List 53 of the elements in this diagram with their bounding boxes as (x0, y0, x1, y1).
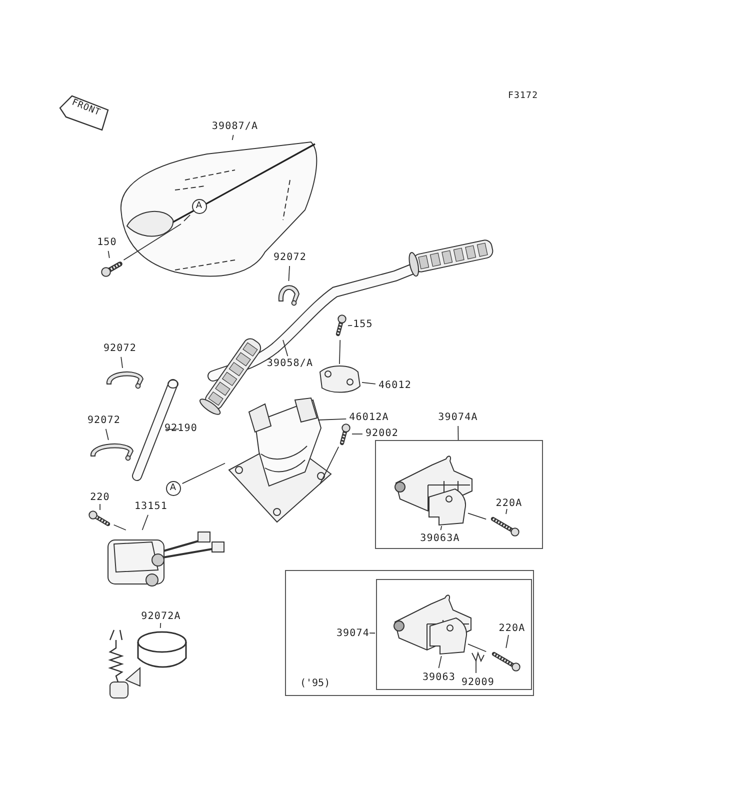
part-number: 150 (96, 237, 118, 249)
leader-line (288, 266, 290, 282)
part-number: 39058/A (266, 358, 314, 370)
part-number: 39074A (437, 412, 479, 424)
part-number: 92072 (86, 415, 122, 427)
group-frame (285, 570, 534, 696)
group-frame (375, 440, 543, 549)
leader-line (105, 428, 109, 440)
leader-line (320, 446, 340, 484)
leader-line (120, 356, 123, 368)
leader-line (506, 508, 508, 514)
leader-line (362, 382, 376, 384)
part-number: 92190 (163, 423, 199, 435)
leader-line (348, 325, 353, 326)
leader-line (339, 340, 341, 364)
part-number: 92002 (364, 428, 400, 440)
leader-line (232, 134, 234, 140)
leader-line (438, 656, 442, 668)
part-number: 92072 (272, 252, 308, 264)
part-number: 220A (494, 498, 524, 510)
leader-line (184, 214, 191, 222)
note: ('95) (300, 678, 330, 689)
leader-line (440, 526, 442, 530)
part-number: 46012 (377, 380, 413, 392)
leader-line (182, 462, 226, 484)
part-number: 46012A (348, 412, 390, 424)
drawing-number: F3172 (507, 90, 540, 102)
leader-line (506, 634, 509, 648)
leader-line (113, 524, 126, 530)
part-number: 92072 (102, 343, 138, 355)
part-number: 39087/A (210, 121, 260, 133)
leader-line (142, 514, 148, 530)
reference-letter: A (166, 480, 180, 496)
part-number: 39063A (419, 533, 461, 545)
leader-line (369, 632, 376, 634)
part-number: 39074 (335, 628, 371, 640)
leader-line (123, 224, 182, 260)
part-number: 92009 (460, 677, 496, 689)
leader-line (468, 644, 487, 652)
leader-line (318, 418, 347, 420)
leader-line (165, 428, 180, 430)
part-number: 39063 (421, 672, 457, 684)
part-number: 220A (498, 623, 526, 635)
leader-line (160, 622, 162, 628)
leader-line (458, 426, 459, 440)
part-number: 92072A (140, 611, 182, 623)
part-number: 13151 (133, 501, 169, 513)
leader-line (468, 512, 487, 520)
part-number: 155 (352, 319, 374, 331)
leader-line (108, 250, 110, 258)
leader-line (282, 340, 288, 357)
part-number: 220 (89, 492, 111, 504)
group-frame (376, 579, 532, 690)
